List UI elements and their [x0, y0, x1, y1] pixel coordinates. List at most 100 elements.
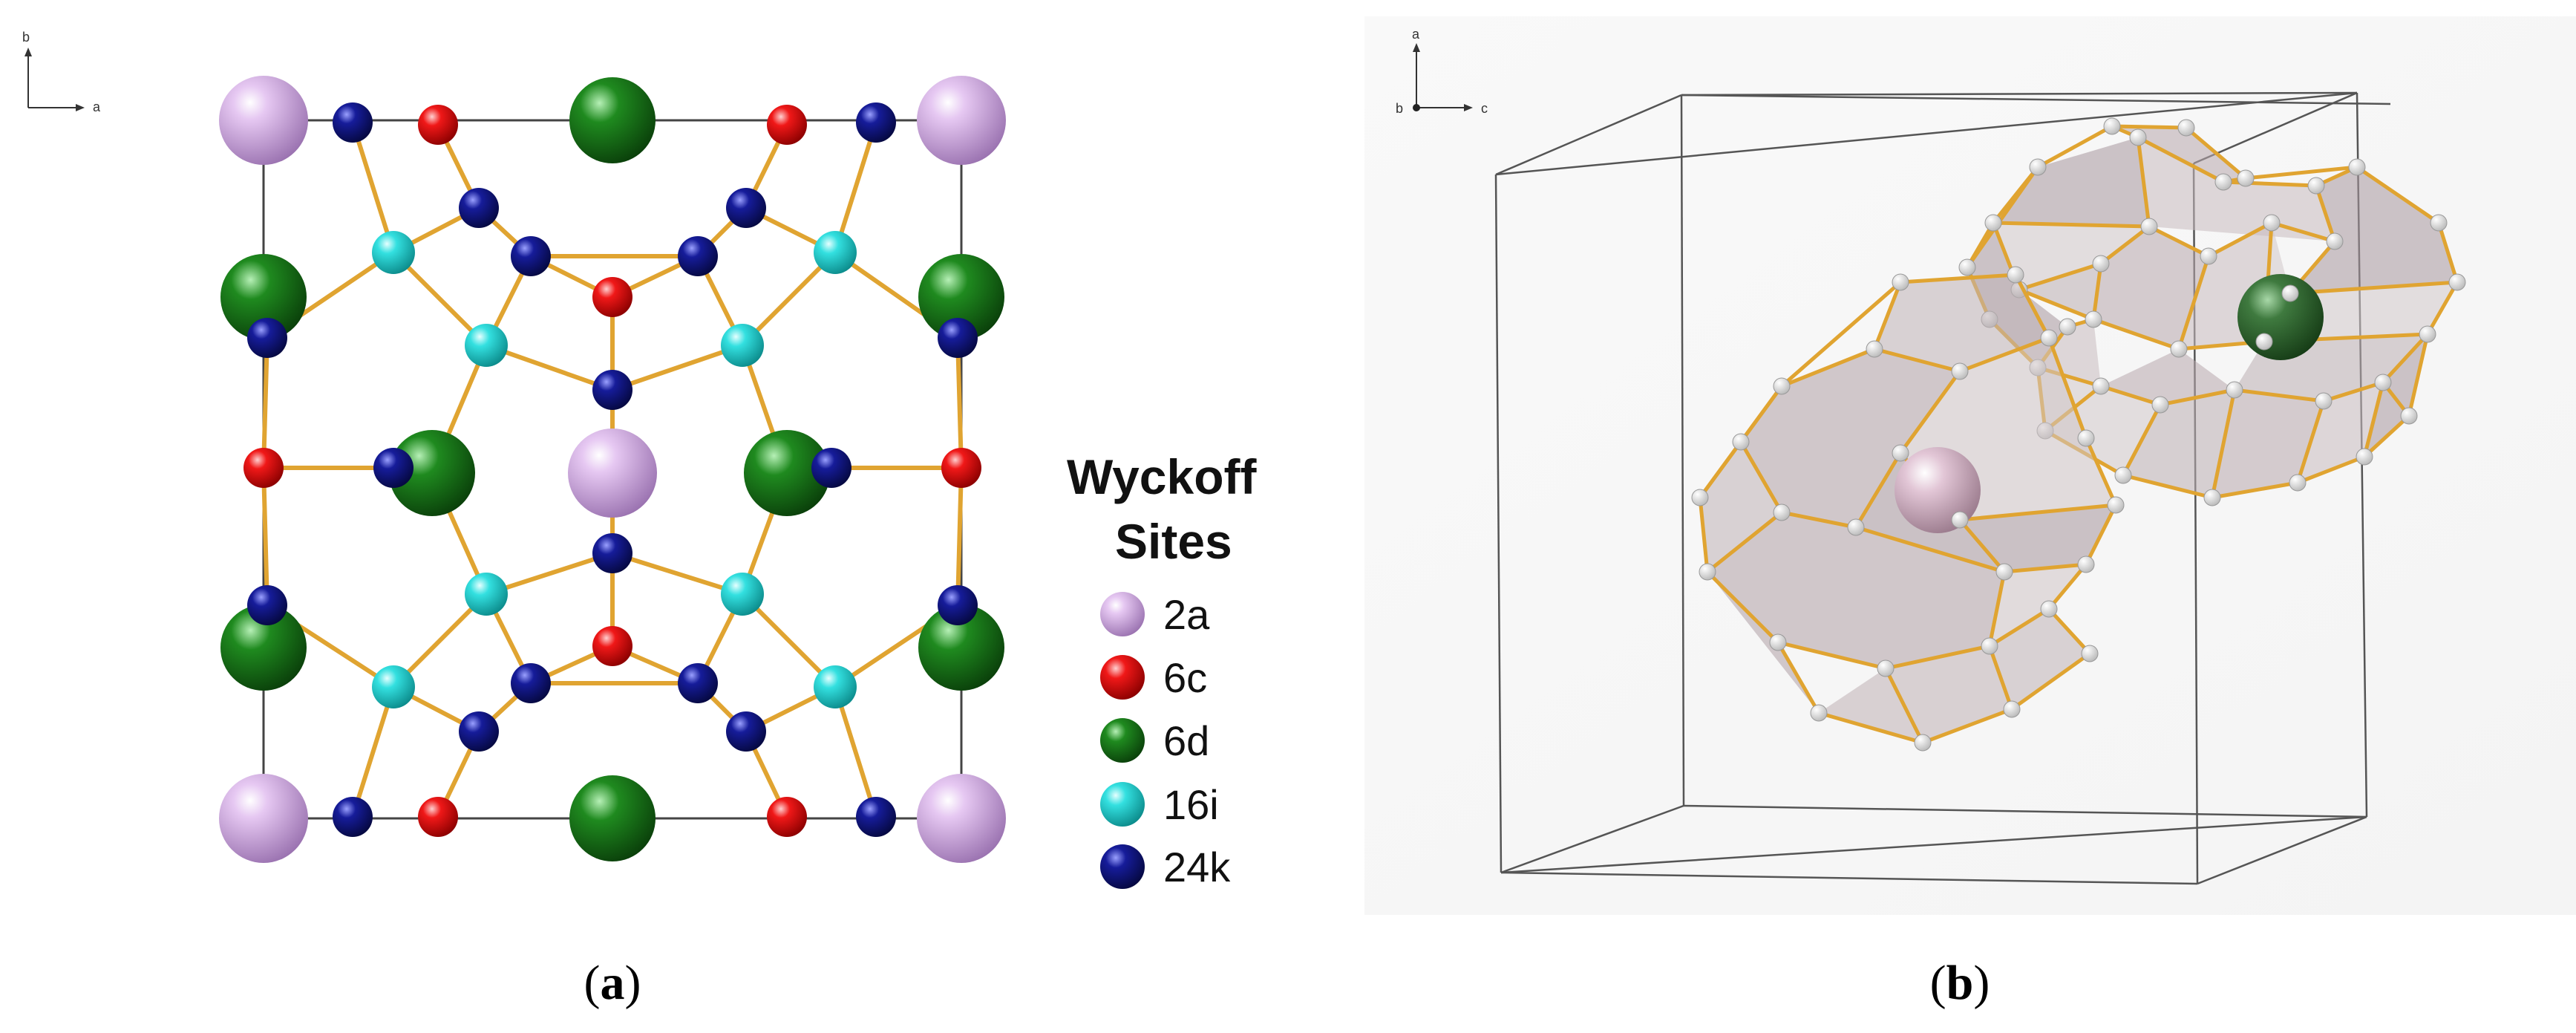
cage-edge [2047, 336, 2088, 440]
atom-6d [918, 254, 1004, 340]
cell-edge [2193, 91, 2358, 165]
cage-vertex [1847, 518, 1865, 536]
bond-line [610, 551, 745, 596]
cage-edge [1883, 666, 1925, 745]
cage-vertex [2077, 429, 2095, 447]
cage-vertex [2029, 158, 2047, 176]
cage-edge [2121, 473, 2214, 500]
cage-edge [2013, 273, 2051, 340]
cell-edge [1681, 91, 2358, 97]
cage-edge [1898, 369, 1962, 455]
cage-edge [1739, 440, 1784, 515]
axis-a-arrow-icon-b [1413, 43, 1420, 52]
cage-vertex [1877, 659, 1895, 677]
atom-6d [220, 254, 307, 340]
axis-a-arrow-icon [76, 104, 85, 111]
cage-vertex [1769, 633, 1787, 651]
atom-6d [220, 605, 307, 691]
cage-vertex [2419, 325, 2436, 343]
cage-edge [1854, 525, 2007, 574]
cage-edge [2381, 332, 2430, 385]
atom-16i [814, 231, 857, 274]
cage-dodecahedron [1691, 266, 2125, 752]
cage-vertex [2348, 158, 2366, 176]
cage-edge [1698, 495, 1710, 574]
atom-6c [592, 626, 632, 666]
cage-edge [2295, 454, 2367, 485]
cage-vertex [2400, 407, 2418, 425]
caption-b: (b) [1930, 956, 1990, 1010]
atom-24k [938, 585, 978, 625]
cage-edge [1776, 640, 1888, 671]
cage-edge [1987, 570, 2007, 648]
caption-b-close: ) [1973, 956, 1990, 1010]
cage-tetrakaidecahedron [1958, 117, 2466, 506]
cage-vertex [1699, 563, 1716, 581]
cage-edge [2047, 607, 2092, 656]
cage-vertex [2040, 600, 2058, 618]
cage-edge [2314, 183, 2337, 244]
cage-edge [1872, 280, 1903, 351]
bond-line [833, 685, 878, 819]
axis-label-b-b: b [1396, 101, 1403, 116]
atom-6c [767, 105, 807, 145]
cage-edge [2425, 280, 2459, 336]
cage-edge [2436, 221, 2459, 284]
atom-24k [373, 448, 413, 488]
cage-vertex [2007, 266, 2024, 284]
cage-edge [2288, 280, 2459, 296]
cage-edge [1779, 280, 1903, 388]
cage-edge [2147, 224, 2211, 258]
cage-vertex [2315, 392, 2333, 410]
cage-vertex [2263, 214, 2281, 232]
cage-edge [1817, 711, 1925, 745]
cage-vertex [2170, 340, 2188, 358]
cage-vertex [2129, 128, 2147, 146]
cage-edge [1987, 607, 2051, 648]
cage-edge [2010, 651, 2092, 711]
atom-6c [592, 277, 632, 317]
cage-vertex [2077, 555, 2095, 573]
cage-vertex [2237, 169, 2255, 187]
atom-24k [333, 797, 373, 837]
legend-marker-6d [1100, 718, 1145, 763]
cage-face [1741, 349, 1960, 527]
legend-marker-2a [1100, 592, 1145, 636]
cage-vertex [2307, 177, 2325, 195]
cage-vertex [2040, 329, 2058, 347]
cage-face [1874, 275, 2049, 371]
bond-line [350, 120, 396, 255]
caption-b-open: ( [1930, 956, 1946, 1010]
cage-edge [2232, 388, 2326, 403]
atom-24k [333, 102, 373, 143]
cage-edge [2243, 165, 2359, 180]
atom-2a [917, 774, 1006, 863]
cage-center-atom-6d [2237, 274, 2324, 360]
caption-a-close: ) [625, 956, 641, 1010]
bond-line [391, 592, 488, 689]
cage-edge [2136, 135, 2151, 229]
axis-label-a: a [93, 100, 101, 114]
cell-edge [1500, 804, 1684, 874]
atom-24k [592, 533, 632, 573]
atom-2a [917, 76, 1006, 165]
cage-face [2019, 264, 2101, 319]
cage-vertex [2081, 645, 2099, 662]
bond-line [484, 343, 615, 392]
cell-edge [1681, 94, 2391, 105]
cage-edge [2002, 562, 2088, 574]
cage-vertex [2281, 284, 2299, 302]
cage-vertex [2059, 318, 2076, 336]
legend-marker-16i [1100, 782, 1145, 827]
cage-vertex [2374, 374, 2392, 391]
atom-24k [856, 102, 896, 143]
bond-line [484, 551, 615, 596]
atom-16i [372, 231, 415, 274]
cage-face [2290, 167, 2457, 293]
atom-16i [721, 573, 764, 616]
bond-line [261, 336, 269, 470]
cage-edge [1779, 347, 1877, 388]
